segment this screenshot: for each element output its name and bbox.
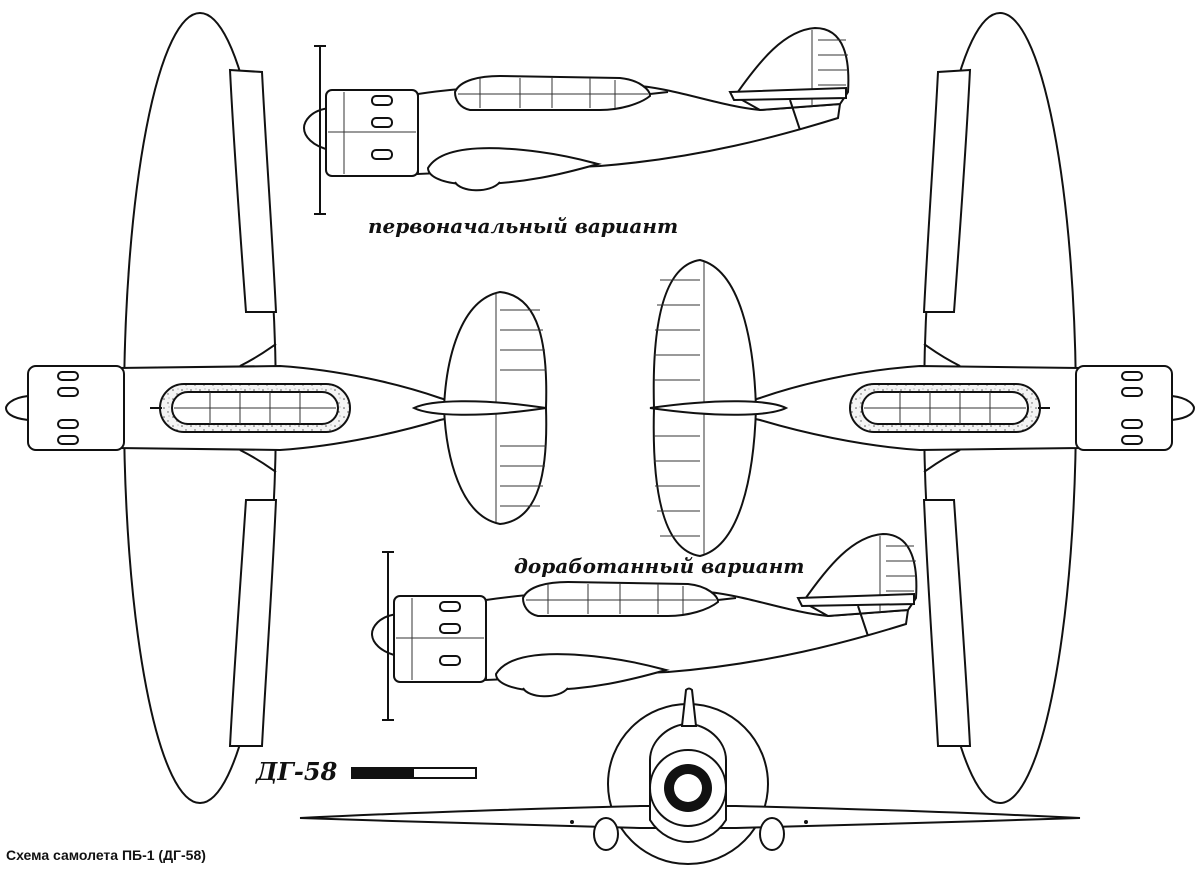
top-view-right	[649, 12, 1196, 804]
top-view-left	[4, 12, 548, 804]
scale-bar	[351, 767, 477, 779]
label-model: ДГ-58	[256, 757, 338, 786]
front-view	[299, 687, 1081, 865]
label-original-variant: первоначальный вариант	[368, 214, 679, 238]
label-revised-variant: доработанный вариант	[514, 554, 805, 578]
side-view-original	[303, 27, 850, 215]
figure-caption: Схема самолета ПБ-1 (ДГ-58)	[6, 847, 206, 863]
